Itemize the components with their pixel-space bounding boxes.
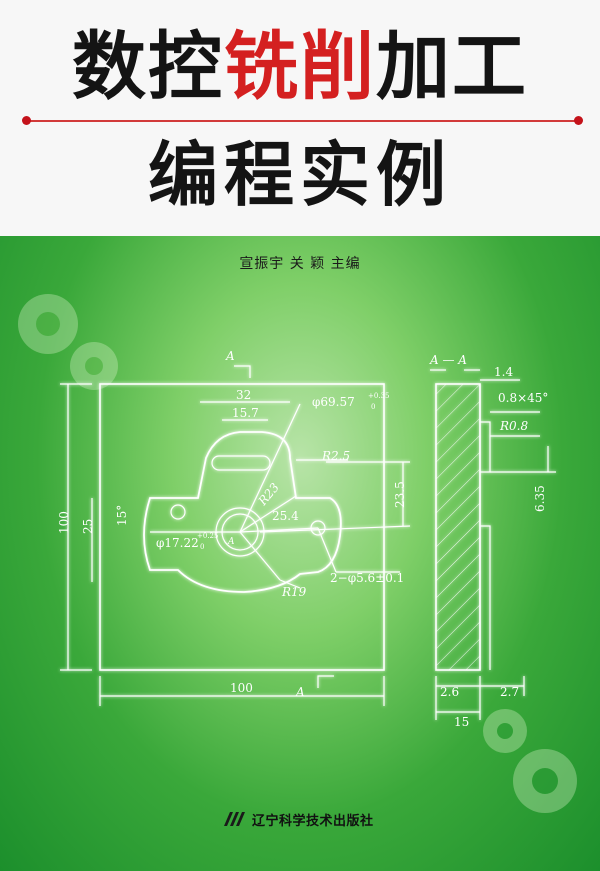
part-slot	[211, 455, 271, 471]
title-line-2: 编程实例	[148, 134, 452, 216]
section-marker-bottom: A	[295, 685, 305, 699]
part-outline	[143, 431, 342, 593]
dim-r2-5: R2.5	[321, 449, 350, 463]
dim-15deg: 15°	[115, 505, 129, 526]
publisher-name: 辽宁科学技术出版社	[252, 813, 374, 829]
dim-r23: R23	[255, 480, 282, 509]
dim-23-5: 23.5	[393, 481, 407, 508]
title-panel	[0, 0, 600, 236]
dim-15-7: 15.7	[232, 406, 259, 420]
dim-phi17-tol-upper: +0.25	[197, 532, 218, 540]
dim-phi69: φ69.57	[312, 395, 355, 409]
section-view	[435, 383, 481, 671]
title-word-1: 数控	[72, 24, 224, 110]
dim-32: 32	[236, 388, 251, 402]
dim-100-v: 100	[57, 511, 71, 534]
dim-1-4: 1.4	[494, 365, 513, 379]
dim-phi69-tol-upper: +0.35	[368, 392, 389, 400]
title-line-1: 数控铣削加工	[0, 22, 600, 112]
title-word-2-red: 铣削	[224, 24, 376, 110]
dim-25-v: 25	[81, 519, 95, 534]
dim-15: 15	[454, 715, 469, 729]
authors: 宣振宇 关 颖 主编	[239, 256, 361, 272]
dim-r0-8: R0.8	[499, 419, 528, 433]
dim-holes: 2−φ5.6±0.1	[330, 571, 404, 585]
gear-icon	[18, 294, 577, 813]
hole-left	[170, 504, 186, 520]
publisher: 辽宁科学技术出版社	[222, 808, 374, 830]
dim-a-center: A	[227, 537, 235, 547]
dim-6-35: 6.35	[533, 485, 547, 512]
title-divider	[26, 120, 579, 122]
section-marker-top: A	[225, 349, 235, 363]
cad-drawing: A A A — A 32 15.7 φ69.57 +0.35 0 R2.5 R2…	[18, 294, 577, 813]
section-title: A — A	[429, 353, 467, 367]
dim-2-6: 2.6	[440, 685, 459, 699]
dim-25-4: 25.4	[272, 509, 299, 523]
dim-2-7: 2.7	[500, 685, 519, 699]
dim-phi17-tol-lower: 0	[200, 543, 204, 551]
dim-phi17: φ17.22	[156, 536, 199, 550]
divider-dot-right	[574, 116, 583, 125]
divider-dot-left	[22, 116, 31, 125]
publisher-logo-icon	[224, 812, 245, 826]
title-word-3: 加工	[376, 24, 528, 110]
dim-phi69-tol-lower: 0	[371, 403, 375, 411]
dim-100-h: 100	[230, 681, 253, 695]
dim-r19: R19	[281, 585, 307, 599]
dim-chamfer: 0.8×45°	[498, 391, 548, 405]
